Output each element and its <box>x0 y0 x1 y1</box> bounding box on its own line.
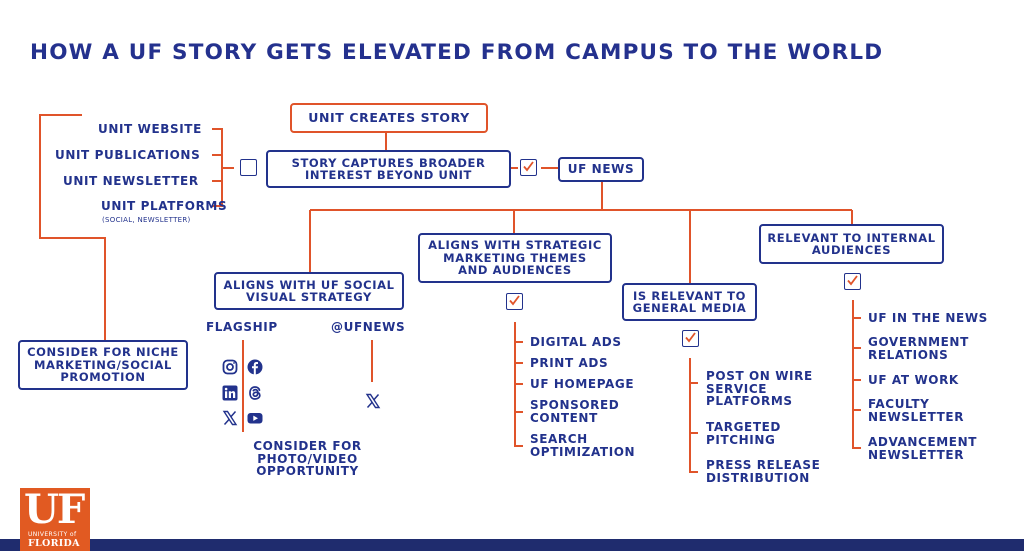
internal-item-uf-at-work: UF AT WORK <box>868 373 959 387</box>
captures-broader-box: STORY CAPTURES BROADER INTEREST BEYOND U… <box>266 150 511 188</box>
unit-creates-story-label: UNIT CREATES STORY <box>308 109 470 125</box>
ufnews-x-icon <box>365 393 381 409</box>
uf-logo-mark: UF <box>24 486 85 533</box>
youtube-icon <box>247 413 263 424</box>
marketing-item-uf-homepage: UF HOMEPAGE <box>530 377 635 391</box>
photo-video-label: CONSIDER FOR PHOTO/VIDEO OPPORTUNITY <box>253 439 362 478</box>
niche-promotion-box: CONSIDER FOR NICHE MARKETING/SOCIAL PROM… <box>18 340 188 390</box>
x-icon <box>222 410 238 426</box>
unit-website: UNIT WEBSITE <box>98 122 202 136</box>
general-media-box: IS RELEVANT TO GENERAL MEDIA <box>622 283 757 321</box>
ufnews-handle-label: @UFNEWS <box>331 320 406 334</box>
niche-promotion-label: CONSIDER FOR NICHE MARKETING/SOCIAL PROM… <box>27 345 179 385</box>
unit-newsletter: UNIT NEWSLETTER <box>63 174 199 188</box>
internal-checkbox <box>844 273 861 290</box>
internal-audiences-box: RELEVANT TO INTERNAL AUDIENCES <box>759 224 944 264</box>
internal-item-uf-in-the-news: UF IN THE NEWS <box>868 311 988 325</box>
marketing-item-digital-ads: DIGITAL ADS <box>530 335 622 349</box>
internal-item-government-relations: GOVERNMENT RELATIONS <box>868 335 969 362</box>
linkedin-icon <box>222 385 238 401</box>
uf-news-checkbox <box>520 159 537 176</box>
media-item-wire-service: POST ON WIRE SERVICE PLATFORMS <box>706 369 813 408</box>
marketing-themes-box: ALIGNS WITH STRATEGIC MARKETING THEMES A… <box>418 233 612 283</box>
uf-logo-florida: FLORIDA <box>28 538 80 549</box>
marketing-checkbox <box>506 293 523 310</box>
marketing-themes-label: ALIGNS WITH STRATEGIC MARKETING THEMES A… <box>428 238 602 278</box>
checkmark-icon <box>523 161 534 172</box>
checkmark-icon <box>509 295 520 306</box>
instagram-icon <box>222 359 238 375</box>
marketing-item-sponsored-content: SPONSORED CONTENT <box>530 398 620 425</box>
captures-broader-label: STORY CAPTURES BROADER INTEREST BEYOND U… <box>291 155 486 182</box>
unit-publications: UNIT PUBLICATIONS <box>55 148 201 162</box>
uf-logo-university-of: UNIVERSITY of <box>28 531 77 538</box>
social-strategy-label: ALIGNS WITH UF SOCIAL VISUAL STRATEGY <box>223 277 395 304</box>
internal-item-faculty-newsletter: FACULTY NEWSLETTER <box>868 397 965 424</box>
facebook-icon <box>247 359 263 375</box>
uf-logo: UF UNIVERSITY of FLORIDA <box>20 486 90 551</box>
checkmark-icon <box>847 275 858 286</box>
internal-item-advancement-newsletter: ADVANCEMENT NEWSLETTER <box>868 435 978 462</box>
unit-creates-story-box: UNIT CREATES STORY <box>290 103 488 133</box>
general-media-checkbox <box>682 330 699 347</box>
flagship-label: FLAGSHIP <box>206 320 278 334</box>
media-item-targeted-pitching: TARGETED PITCHING <box>706 420 781 447</box>
internal-audiences-label: RELEVANT TO INTERNAL AUDIENCES <box>767 230 936 257</box>
page-title: HOW A UF STORY GETS ELEVATED FROM CAMPUS… <box>30 40 884 65</box>
unit-checkbox-empty <box>240 159 257 176</box>
social-strategy-box: ALIGNS WITH UF SOCIAL VISUAL STRATEGY <box>214 272 404 310</box>
uf-news-label: UF NEWS <box>567 162 635 177</box>
unit-platforms: UNIT PLATFORMS <box>101 199 228 213</box>
marketing-item-print-ads: PRINT ADS <box>530 356 609 370</box>
unit-platforms-note: (SOCIAL, NEWSLETTER) <box>102 216 191 224</box>
checkmark-icon <box>685 332 696 343</box>
media-item-press-release: PRESS RELEASE DISTRIBUTION <box>706 458 821 485</box>
footer-bar <box>0 539 1024 551</box>
uf-news-box: UF NEWS <box>558 157 644 182</box>
general-media-label: IS RELEVANT TO GENERAL MEDIA <box>632 288 747 315</box>
marketing-item-search-optimization: SEARCH OPTIMIZATION <box>530 432 636 459</box>
threads-icon <box>249 386 261 400</box>
